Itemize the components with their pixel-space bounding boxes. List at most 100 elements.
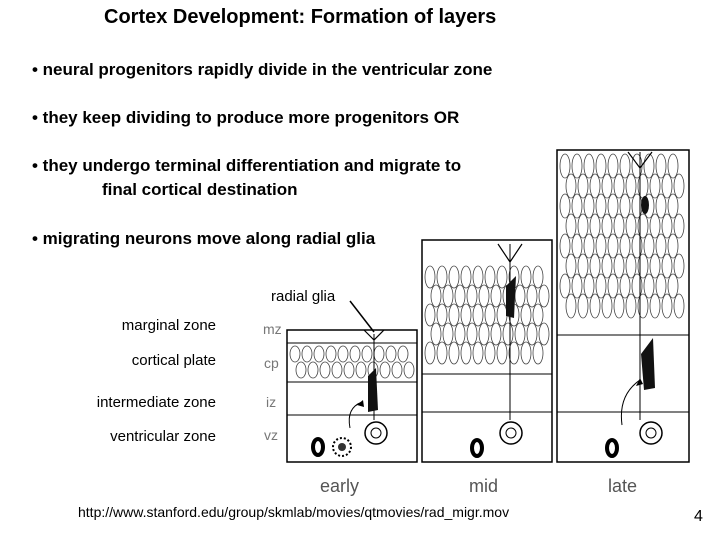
cell	[649, 213, 661, 239]
stage-label-early: early	[320, 476, 359, 496]
cell	[589, 253, 601, 279]
cell	[559, 233, 571, 259]
cell	[667, 233, 679, 259]
cell	[520, 341, 532, 365]
cell	[613, 293, 625, 319]
cell	[577, 293, 589, 319]
cell	[661, 293, 673, 319]
cell	[607, 193, 619, 219]
cell	[484, 303, 496, 327]
page-number: 4	[694, 508, 703, 525]
mid-cell-mass	[424, 265, 550, 365]
cell	[613, 253, 625, 279]
zone-label-ventricular: ventricular zone	[110, 428, 216, 445]
abbrev-vz: vz	[264, 427, 278, 443]
cell	[472, 303, 484, 327]
cell	[607, 153, 619, 179]
cell	[373, 345, 385, 363]
cell	[460, 265, 472, 289]
bullet-1: • neural progenitors rapidly divide in t…	[32, 60, 493, 79]
cell	[490, 284, 502, 308]
cell	[424, 341, 436, 365]
cell	[337, 345, 349, 363]
cell	[532, 303, 544, 327]
cell	[577, 173, 589, 199]
cell	[514, 322, 526, 346]
cell	[625, 253, 637, 279]
cell	[571, 273, 583, 299]
cell	[601, 253, 613, 279]
cell	[478, 284, 490, 308]
cell	[436, 341, 448, 365]
cell	[649, 293, 661, 319]
cell	[397, 345, 409, 363]
cell	[571, 233, 583, 259]
cell	[625, 293, 637, 319]
cell	[403, 361, 415, 379]
cell	[565, 253, 577, 279]
cell	[655, 273, 667, 299]
cell	[289, 345, 301, 363]
cell	[508, 341, 520, 365]
cell	[655, 233, 667, 259]
cell	[490, 322, 502, 346]
cell	[655, 193, 667, 219]
cell	[607, 233, 619, 259]
cell	[538, 284, 550, 308]
cell	[502, 322, 514, 346]
zone-label-marginal: marginal zone	[121, 317, 216, 334]
cell	[361, 345, 373, 363]
cell	[460, 341, 472, 365]
cell	[496, 341, 508, 365]
cell	[496, 303, 508, 327]
cell	[349, 345, 361, 363]
late-cell-mass	[559, 153, 685, 319]
cell	[601, 173, 613, 199]
cell	[325, 345, 337, 363]
zone-label-intermediate: intermediate zone	[96, 394, 216, 411]
cell	[673, 293, 685, 319]
cell	[589, 213, 601, 239]
late-panel	[556, 149, 690, 463]
cell	[466, 284, 478, 308]
cell	[484, 341, 496, 365]
cell	[619, 273, 631, 299]
cell	[619, 153, 631, 179]
cell	[355, 361, 367, 379]
cell	[526, 284, 538, 308]
cell	[661, 173, 673, 199]
cell	[484, 265, 496, 289]
cell	[307, 361, 319, 379]
cell	[673, 173, 685, 199]
cell	[577, 213, 589, 239]
bullet-3: • they undergo terminal differentiation …	[32, 156, 462, 175]
abbrev-cp: cp	[264, 355, 279, 371]
cell	[565, 173, 577, 199]
cell	[601, 293, 613, 319]
cell	[673, 253, 685, 279]
cell	[667, 273, 679, 299]
cell	[454, 322, 466, 346]
cell	[583, 273, 595, 299]
cell	[472, 265, 484, 289]
stage-label-late: late	[608, 476, 637, 496]
stage-label-mid: mid	[469, 476, 498, 496]
cell	[448, 303, 460, 327]
cell	[448, 265, 460, 289]
cell	[448, 341, 460, 365]
cell	[520, 265, 532, 289]
cell	[460, 303, 472, 327]
cell	[565, 213, 577, 239]
cell	[649, 173, 661, 199]
cell	[589, 173, 601, 199]
cell	[661, 213, 673, 239]
cell	[613, 213, 625, 239]
cell	[571, 193, 583, 219]
bullet-2: • they keep dividing to produce more pro…	[32, 108, 460, 127]
cell	[625, 213, 637, 239]
cell	[436, 265, 448, 289]
cell	[472, 341, 484, 365]
cell	[559, 273, 571, 299]
cell	[595, 193, 607, 219]
cell	[466, 322, 478, 346]
